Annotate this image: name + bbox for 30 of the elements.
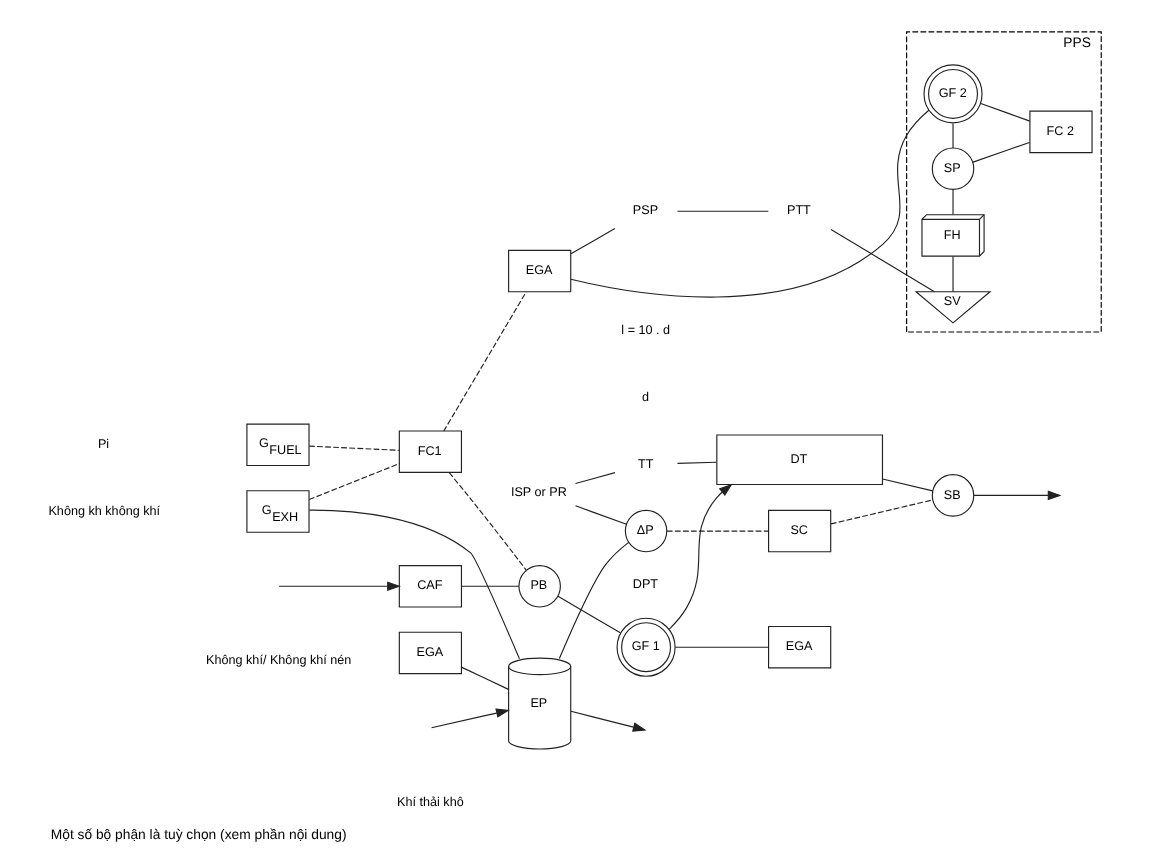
connector	[951, 254, 953, 292]
connector	[675, 209, 768, 211]
arrow	[667, 482, 732, 629]
connector	[573, 471, 615, 484]
connector	[880, 477, 933, 491]
arrow	[972, 489, 1061, 500]
connector	[442, 290, 526, 431]
connector	[573, 504, 627, 524]
connector	[307, 508, 520, 659]
connector	[971, 140, 1030, 162]
connector	[556, 594, 620, 633]
connector	[307, 462, 399, 500]
connector	[569, 108, 929, 297]
connector	[673, 645, 769, 647]
connector	[447, 471, 526, 570]
connector	[951, 187, 953, 215]
connector	[460, 584, 519, 586]
arrow	[569, 709, 646, 731]
connector	[557, 540, 629, 659]
connector	[675, 460, 717, 463]
connector	[951, 121, 953, 148]
connector	[665, 529, 768, 531]
connector	[829, 227, 934, 292]
arrow	[277, 580, 400, 591]
connector	[569, 226, 615, 254]
arrow	[429, 707, 509, 728]
connector	[829, 498, 933, 524]
connector	[460, 665, 508, 689]
connector	[979, 101, 1030, 121]
connector	[307, 444, 399, 450]
